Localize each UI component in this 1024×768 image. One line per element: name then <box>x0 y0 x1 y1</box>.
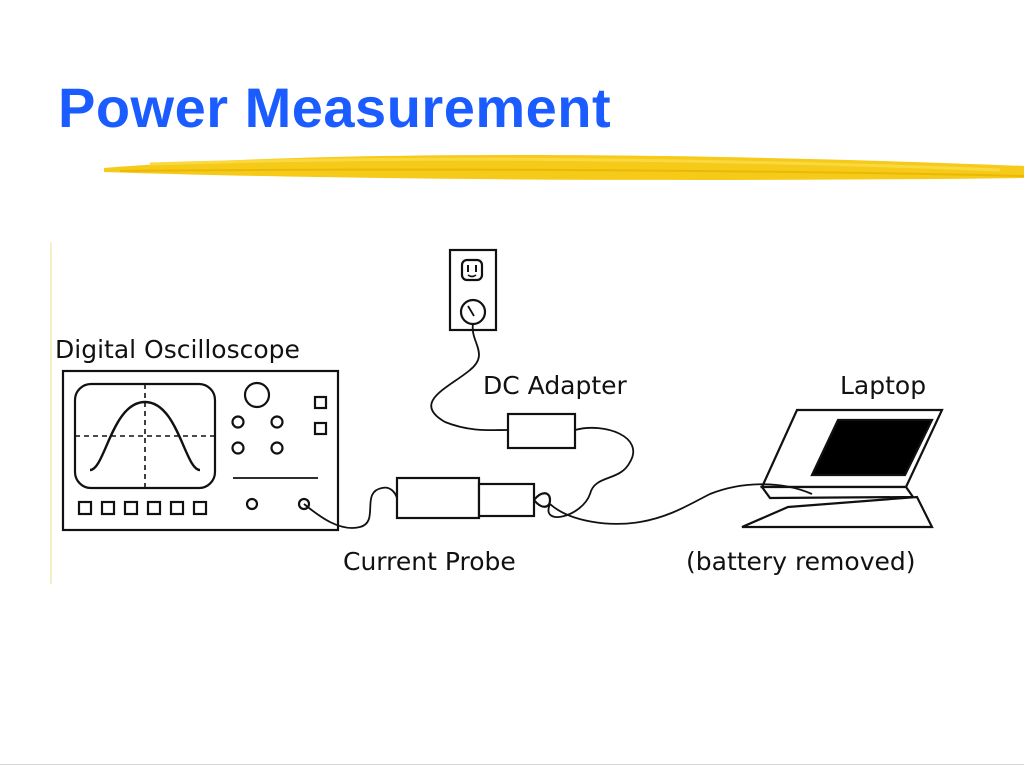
adapter-to-laptop-cable <box>547 426 635 518</box>
oscilloscope-waveform <box>89 400 201 472</box>
laptop <box>741 408 944 529</box>
diagram-left-edge <box>50 242 52 584</box>
dc-adapter <box>506 412 577 450</box>
probe-to-oscilloscope-cable <box>303 486 398 529</box>
slide-title: Power Measurement <box>58 76 612 139</box>
probe-to-laptop-cable <box>549 483 813 525</box>
oscilloscope-knob-large <box>243 381 271 409</box>
laptop-screen <box>810 418 934 477</box>
battery-removed-label: (battery removed) <box>686 547 916 576</box>
current-probe-label: Current Probe <box>343 547 516 576</box>
title-underline-brushstroke <box>104 154 1024 180</box>
dc-adapter-label: DC Adapter <box>483 371 628 400</box>
current-probe <box>395 476 552 520</box>
oscilloscope <box>61 369 340 532</box>
cables <box>303 323 813 529</box>
wall-outlet <box>448 248 498 332</box>
laptop-label: Laptop <box>840 371 926 400</box>
oscilloscope-label: Digital Oscilloscope <box>55 335 300 364</box>
power-measurement-diagram: Digital Oscilloscope DC Adapter Laptop C… <box>50 242 962 584</box>
outlet-to-adapter-cable <box>430 323 509 432</box>
slide-bottom-border <box>0 764 1024 765</box>
